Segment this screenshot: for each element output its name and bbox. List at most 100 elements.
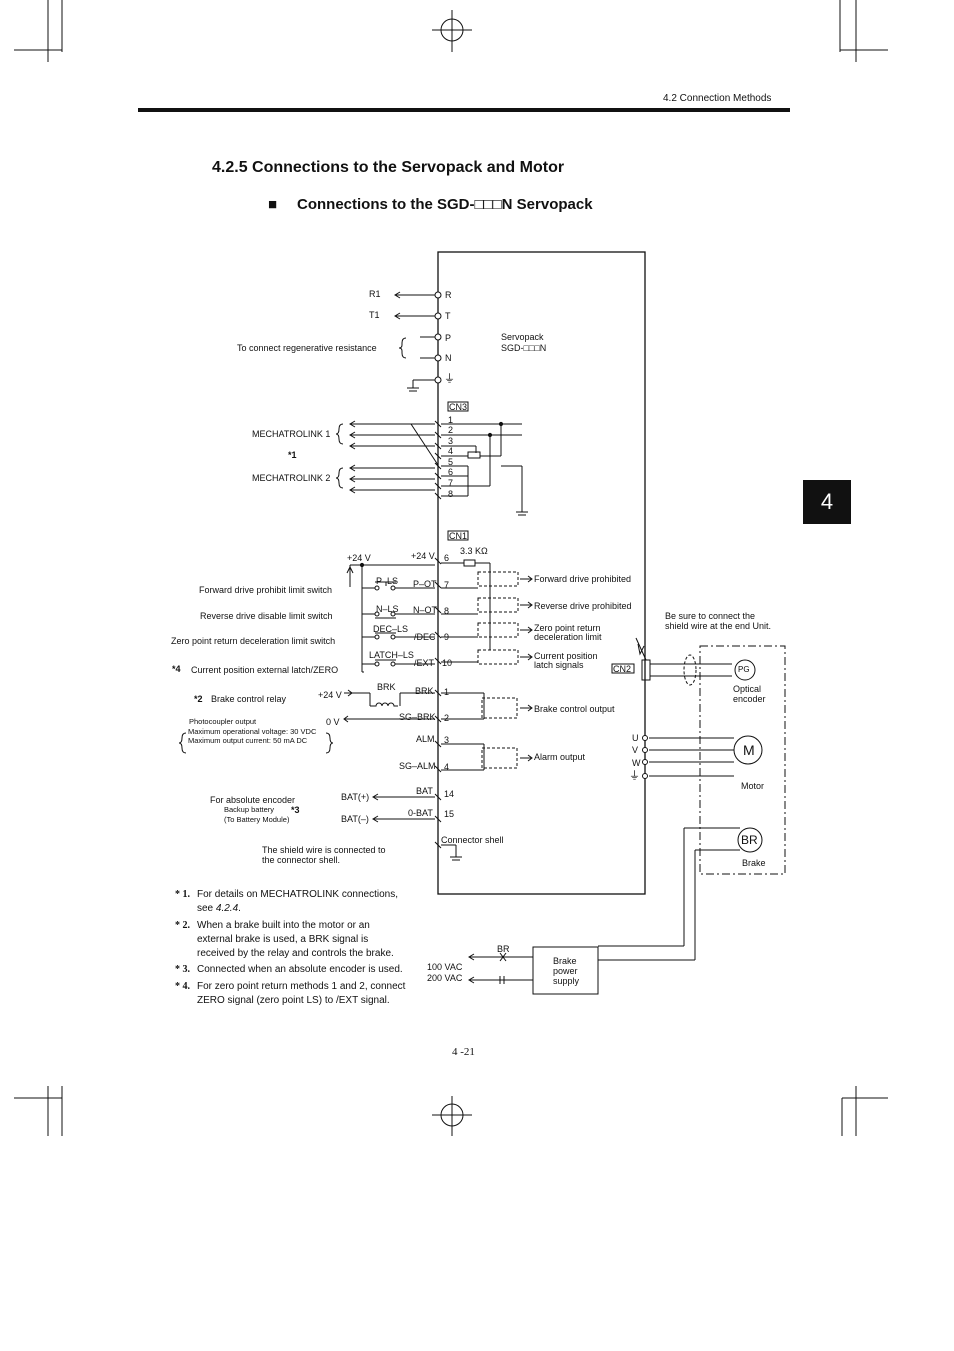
dec-ls-label: DEC–LS	[373, 624, 409, 634]
motor-ground-icon: ⏚	[629, 770, 640, 782]
terminal-n: N	[445, 353, 452, 363]
servopack-label: Servopack	[501, 332, 544, 342]
footnote-1: For details on MECHATROLINK connections,…	[197, 889, 399, 914]
battery-module-label: (To Battery Module)	[224, 815, 290, 824]
supply-24v: +24 V	[347, 553, 371, 563]
cn1-pin-7: 7	[444, 580, 450, 590]
optical-encoder-label: Optical	[733, 684, 762, 694]
alarm-output-label: Alarm output	[534, 752, 586, 762]
regen-label: To connect regenerative resistance	[237, 343, 377, 353]
mechatrolink-1-label: MECHATROLINK 1	[252, 429, 331, 439]
cn3-pin: 8	[448, 489, 454, 499]
cn1-label: CN1	[449, 531, 468, 541]
terminal-t1: T1	[369, 310, 380, 320]
shield-note: The shield wire is connected to	[262, 845, 386, 855]
zero-output-label-2: deceleration limit	[534, 632, 602, 642]
subsection-title: Connections to the SGD-□□□N Servopack	[297, 196, 593, 213]
p-ot-label: P–OT	[413, 579, 437, 589]
alm-label: ALM	[416, 734, 435, 744]
cn3-pin: 2	[448, 425, 454, 435]
abs-encoder-label: For absolute encoder	[210, 795, 296, 805]
backup-battery-label: Backup battery	[224, 805, 275, 814]
brk-label: BRK	[415, 686, 434, 696]
cn1-pin-6: 6	[444, 553, 450, 563]
brake-supply-label: Brake	[553, 956, 577, 966]
rev-switch-label: Reverse drive disable limit switch	[200, 611, 333, 621]
brake-symbol: BR	[741, 833, 758, 847]
bat-plus-label: BAT(+)	[341, 792, 370, 802]
latch-ls-label: LATCH–LS	[369, 650, 414, 660]
cn1-pin-8: 8	[444, 606, 450, 616]
note-ref-4: *4	[172, 664, 181, 674]
bat-pin-14: 14	[444, 789, 455, 799]
section-title: 4.2.5 Connections to the Servopack and M…	[212, 159, 565, 176]
pin-24v: +24 V	[411, 551, 435, 561]
n-ls-label: N–LS	[376, 604, 399, 614]
note-ref-1: *1	[288, 450, 297, 460]
terminal-t: T	[445, 311, 451, 321]
brk-pin-1: 1	[444, 687, 450, 697]
terminal-r: R	[445, 290, 452, 300]
zero-switch-label: Zero point return deceleration limit swi…	[171, 636, 336, 646]
mechatrolink-2-label: MECHATROLINK 2	[252, 473, 331, 483]
connector-shell-label: Connector shell	[441, 835, 504, 845]
latch-text: Current position external latch/ZERO	[191, 665, 339, 675]
cn3-pin: 6	[448, 467, 454, 477]
brk-pin-2: 2	[444, 713, 450, 723]
footnote-mark: * 3.	[175, 964, 190, 975]
cn3-pin: 5	[448, 457, 454, 467]
terminal-u: U	[632, 733, 639, 743]
cn2-label: CN2	[613, 664, 632, 674]
bat-minus-label: BAT(–)	[341, 814, 369, 824]
note-ref-3: *3	[291, 805, 300, 815]
cn1-pin-10: 10	[442, 658, 453, 668]
brake-output-label: Brake control output	[534, 704, 615, 714]
running-header: 4.2 Connection Methods	[663, 93, 772, 104]
fwd-switch-label: Forward drive prohibit limit switch	[199, 585, 333, 595]
footnote-mark: * 1.	[175, 889, 190, 900]
n-ot-label: N–OT	[413, 605, 438, 615]
fwd-output-label: Forward drive prohibited	[534, 574, 632, 584]
motor-label: Motor	[741, 781, 765, 791]
page-number: 4 -21	[452, 1046, 475, 1058]
max-current-label: Maximum output current: 50 mA DC	[188, 736, 308, 745]
note-ref-2: *2	[194, 694, 203, 704]
subsection-bullet: ■	[268, 196, 278, 213]
max-voltage-label: Maximum operational voltage: 30 VDC	[188, 727, 317, 736]
cn3-label: CN3	[449, 402, 468, 412]
ext-label: /EXT	[414, 658, 435, 668]
alm-pin-3: 3	[444, 735, 450, 745]
cn3-pin: 1	[448, 415, 454, 425]
bat-label: BAT	[416, 786, 433, 796]
chapter-tab: 4	[803, 480, 851, 524]
motor-symbol: M	[743, 742, 755, 758]
terminal-v: V	[632, 745, 639, 755]
brk-coil-label: BRK	[377, 682, 396, 692]
footnote-2: When a brake built into the motor or an …	[197, 920, 394, 959]
zero-output-label: Zero point return	[534, 623, 601, 633]
footnote-mark: * 4.	[175, 981, 190, 992]
rev-output-label: Reverse drive prohibited	[534, 601, 632, 611]
terminal-r1: R1	[369, 289, 381, 299]
dec-label: /DEC	[414, 632, 436, 642]
latch-output-label: Current position	[534, 651, 598, 661]
cn3-pin: 3	[448, 436, 454, 446]
optical-encoder-label-2: encoder	[733, 694, 766, 704]
servopack-model: SGD-□□□N	[501, 343, 547, 353]
terminal-w: W	[632, 758, 641, 768]
p-ls-label: P–LS	[376, 576, 399, 586]
sg-alm-label: SG–ALM	[399, 761, 436, 771]
bat0-label: 0-BAT	[408, 808, 433, 818]
supply-200vac: 200 VAC	[427, 973, 463, 983]
alm-pin-4: 4	[444, 762, 450, 772]
cn3-pin: 4	[448, 446, 454, 456]
footnote-mark: * 2.	[175, 920, 190, 931]
sg-brk-label: SG–BRK	[399, 712, 436, 722]
supply-br-label: BR	[497, 944, 510, 954]
footnote-4: For zero point return methods 1 and 2, c…	[197, 981, 406, 1006]
cn2-shield-note: Be sure to connect the	[665, 611, 756, 621]
terminal-p: P	[445, 333, 452, 343]
photocoupler-label: Photocoupler output	[189, 717, 257, 726]
pg-label: PG	[738, 665, 750, 674]
